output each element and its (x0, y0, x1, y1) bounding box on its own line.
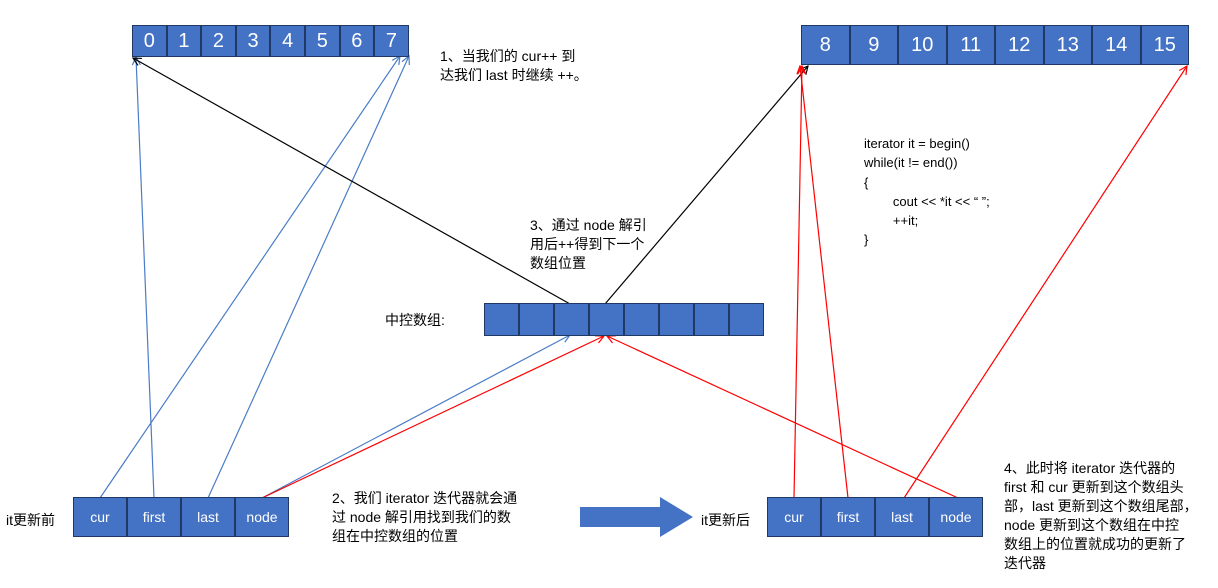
array-cell: 0 (132, 25, 167, 57)
arrow-first-to-array-start (136, 57, 155, 499)
array-cell: 10 (898, 25, 947, 65)
code-line: } (864, 232, 869, 248)
array-cell: 7 (374, 25, 409, 57)
array-cell: 4 (270, 25, 305, 57)
arrow-node-to-control (261, 335, 570, 499)
code-line: cout << *it << “ ”; (864, 193, 990, 209)
field-cur: cur (767, 497, 821, 537)
before-label: it更新前 (6, 512, 55, 528)
arrow-control-to-array-b (604, 66, 808, 305)
field-last: last (181, 497, 235, 537)
array-cell: 15 (1140, 25, 1189, 65)
control-cell (659, 303, 694, 336)
iterator-after: cur first last node (767, 497, 983, 537)
arrow-cur-to-array-end (99, 56, 400, 499)
transition-arrow (580, 497, 693, 537)
array-cell: 12 (995, 25, 1044, 65)
array-cell: 14 (1092, 25, 1141, 65)
control-cell (554, 303, 589, 336)
array-b: 8 9 10 11 12 13 14 15 (801, 25, 1189, 65)
field-last: last (875, 497, 929, 537)
arrow-after-cur (793, 66, 802, 499)
field-cur: cur (73, 497, 127, 537)
control-cell (589, 303, 624, 336)
arrow-after-last (903, 66, 1187, 499)
arrow-after-node (607, 336, 959, 499)
code-line: { (864, 174, 869, 190)
control-cell (624, 303, 659, 336)
note-3: 3、通过 node 解引 用后++得到下一个 数组位置 (530, 217, 647, 271)
arrow-last-to-array-end (207, 56, 409, 499)
control-array-label: 中控数组: (385, 312, 445, 328)
arrow-after-first (800, 66, 849, 499)
array-cell: 1 (166, 25, 202, 57)
control-cell (694, 303, 729, 336)
array-cell: 2 (201, 25, 236, 57)
array-cell: 13 (1043, 25, 1092, 65)
note-1: 1、当我们的 cur++ 到 达我们 last 时继续 ++。 (440, 48, 588, 83)
iterator-before: cur first last node (73, 497, 289, 537)
field-node: node (235, 497, 289, 537)
arrow-control-to-array-a (133, 58, 571, 305)
code-line: while(it != end()) (864, 155, 958, 171)
code-line: ++it; (864, 213, 919, 229)
array-cell: 6 (339, 25, 375, 57)
array-a: 0 1 2 3 4 5 6 7 (132, 25, 409, 57)
code-line: iterator it = begin() (864, 136, 970, 151)
control-array (484, 303, 764, 336)
note-4: 4、此时将 iterator 迭代器的 first 和 cur 更新到这个数组头… (1004, 460, 1198, 571)
after-label: it更新后 (701, 512, 750, 528)
control-cell (484, 303, 519, 336)
array-cell: 5 (304, 25, 340, 57)
array-cell: 11 (946, 25, 995, 65)
array-cell: 9 (849, 25, 898, 65)
array-cell: 3 (235, 25, 271, 57)
field-first: first (127, 497, 181, 537)
note-2: 2、我们 iterator 迭代器就会通 过 node 解引用找到我们的数 组在… (332, 490, 518, 544)
arrow-node-deref (261, 336, 604, 499)
code-snippet: iterator it = begin() while(it != end())… (864, 134, 990, 250)
field-first: first (821, 497, 875, 537)
array-cell: 8 (801, 25, 850, 65)
control-cell (519, 303, 554, 336)
field-node: node (929, 497, 983, 537)
control-cell (729, 303, 764, 336)
